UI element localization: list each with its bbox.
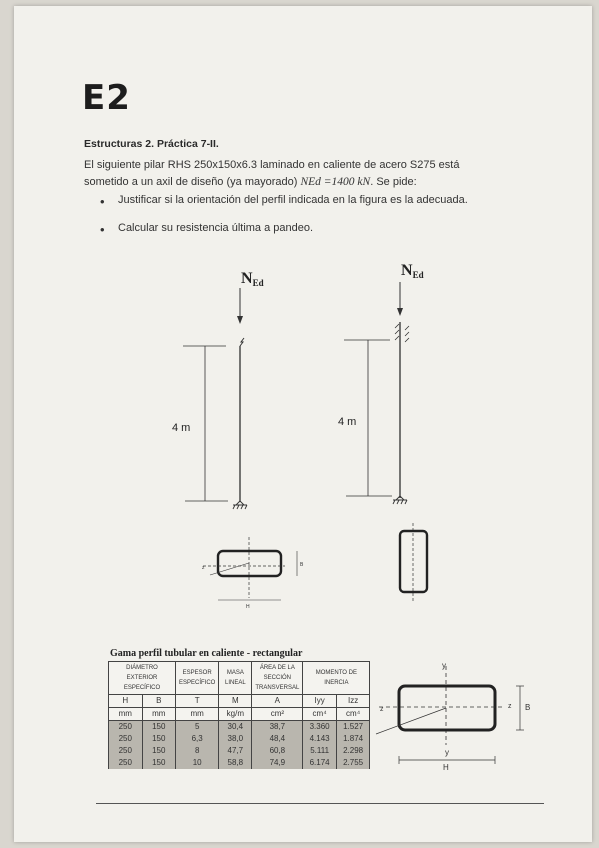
- section-detail: y z z B y H: [375, 661, 530, 772]
- table-title: Gama perfil tubular en caliente - rectan…: [110, 648, 303, 659]
- arrowhead-right: [397, 308, 403, 316]
- unit-cell: cm²: [251, 707, 304, 721]
- table-cell: 150: [141, 745, 176, 757]
- table-cell: 8: [174, 745, 220, 757]
- table-cell: 38,0: [218, 733, 253, 745]
- header-mass: MASA LINEAL: [218, 661, 253, 695]
- table-cell: 150: [141, 757, 176, 769]
- axis-y-top: y: [442, 661, 446, 670]
- unit-cell: mm: [108, 707, 143, 721]
- table-cell: 250: [108, 757, 143, 769]
- symbol-cell: B: [141, 694, 176, 708]
- symbol-cell: Iyy: [302, 694, 337, 708]
- table-cell: 5: [174, 720, 220, 733]
- table-cell: 3.360: [302, 720, 337, 733]
- unit-cell: kg/m: [218, 707, 253, 721]
- unit-cell: cm⁴: [335, 707, 371, 721]
- table-cell: 60,8: [251, 745, 304, 757]
- table-cell: 6,3: [174, 733, 220, 745]
- right-column-diagram: NEd 4 m: [338, 262, 424, 505]
- axis-y-bottom: y: [445, 748, 449, 757]
- left-column-diagram: NEd 4 m: [172, 270, 264, 510]
- symbol-cell: A: [251, 694, 304, 708]
- load-label-right: NEd: [401, 262, 424, 280]
- symbol-cell: M: [218, 694, 253, 708]
- table-header-row: DIÁMETRO EXTERIOR ESPECÍFICO ESPESOR ESP…: [108, 661, 371, 695]
- exercise-code: E2: [82, 78, 131, 118]
- arrowhead-left: [237, 316, 243, 324]
- base-support-left: [232, 500, 248, 510]
- table-cell: 6.174: [302, 757, 337, 769]
- rhs-section-right: [398, 529, 429, 594]
- table-row: 250 150 5 30,4 38,7 3.360 1.527: [108, 720, 371, 733]
- subtitle: Estructuras 2. Práctica 7-II.: [84, 138, 219, 150]
- table-cell: 2.755: [335, 757, 371, 769]
- table-cell: 48,4: [251, 733, 304, 745]
- statement-line-2-end: . Se pide:: [370, 176, 417, 188]
- top-guide-right: [394, 323, 410, 343]
- table-cell: 250: [108, 733, 143, 745]
- table-row: 250 150 10 58,8 74,9 6.174 2.755: [108, 757, 371, 769]
- table-cell: 38,7: [251, 720, 304, 733]
- table-cell: 250: [108, 720, 143, 733]
- header-inertia: MOMENTO DE INERCIA: [302, 661, 371, 695]
- table-cell: 10: [174, 757, 220, 769]
- length-label-left: 4 m: [172, 422, 190, 434]
- unit-cell: cm⁴: [302, 707, 337, 721]
- statement-line-1: El siguiente pilar RHS 250x150x6.3 lamin…: [84, 159, 460, 171]
- header-area: ÁREA DE LA SECCIÓN TRANSVERSAL: [251, 661, 304, 695]
- task-list: Justificar si la orientación del perfil …: [100, 194, 540, 250]
- table-symbol-row: H B T M A Iyy Izz: [108, 694, 371, 708]
- svg-text:B: B: [300, 562, 304, 568]
- table-cell: 30,4: [218, 720, 253, 733]
- symbol-cell: Izz: [335, 694, 371, 708]
- section-left-small: z B H: [202, 537, 304, 610]
- length-label-right: 4 m: [338, 416, 356, 428]
- problem-statement: El siguiente pilar RHS 250x150x6.3 lamin…: [84, 157, 514, 191]
- svg-text:H: H: [246, 604, 250, 610]
- table-cell: 4.143: [302, 733, 337, 745]
- section-right-small: [398, 523, 429, 603]
- svg-text:z: z: [202, 565, 205, 571]
- top-support-left: [239, 337, 245, 347]
- table-cell: 1.874: [335, 733, 371, 745]
- table-row: 250 150 6,3 38,0 48,4 4.143 1.874: [108, 733, 371, 745]
- table-cell: 250: [108, 745, 143, 757]
- axis-z-right: z: [508, 703, 512, 710]
- symbol-cell: H: [108, 694, 143, 708]
- header-outer-dim: DIÁMETRO EXTERIOR ESPECÍFICO: [108, 661, 176, 695]
- axis-z-left: z: [380, 706, 384, 713]
- task-item: Justificar si la orientación del perfil …: [100, 194, 540, 209]
- unit-cell: mm: [174, 707, 220, 721]
- table-cell: 47,7: [218, 745, 253, 757]
- table-cell: 150: [141, 720, 176, 733]
- load-label-left: NEd: [241, 270, 264, 288]
- section-properties-table: DIÁMETRO EXTERIOR ESPECÍFICO ESPESOR ESP…: [108, 661, 371, 769]
- table-cell: 74,9: [251, 757, 304, 769]
- table-row: 250 150 8 47,7 60,8 5.111 2.298: [108, 745, 371, 757]
- rhs-section-left: [216, 549, 283, 578]
- table-units-row: mm mm mm kg/m cm² cm⁴ cm⁴: [108, 707, 371, 721]
- table-cell: 58,8: [218, 757, 253, 769]
- statement-line-2: sometido a un axil de diseño (ya mayorad…: [84, 176, 298, 188]
- axial-formula: NEd =1400 kN: [300, 176, 371, 188]
- dim-H-label: H: [443, 763, 449, 772]
- table-cell: 1.527: [335, 720, 371, 733]
- table-cell: 5.111: [302, 745, 337, 757]
- base-support-right: [392, 495, 408, 505]
- table-cell: 150: [141, 733, 176, 745]
- bottom-rule: [96, 803, 544, 804]
- table-cell: 2.298: [335, 745, 371, 757]
- rhs-section-detail: [397, 684, 497, 732]
- symbol-cell: T: [174, 694, 220, 708]
- dim-B-label: B: [525, 703, 530, 712]
- section-table-block: Gama perfil tubular en caliente - rectan…: [108, 648, 371, 769]
- header-thickness: ESPESOR ESPECÍFICO: [174, 661, 220, 695]
- unit-cell: mm: [141, 707, 176, 721]
- task-item: Calcular su resistencia última a pandeo.: [100, 222, 540, 237]
